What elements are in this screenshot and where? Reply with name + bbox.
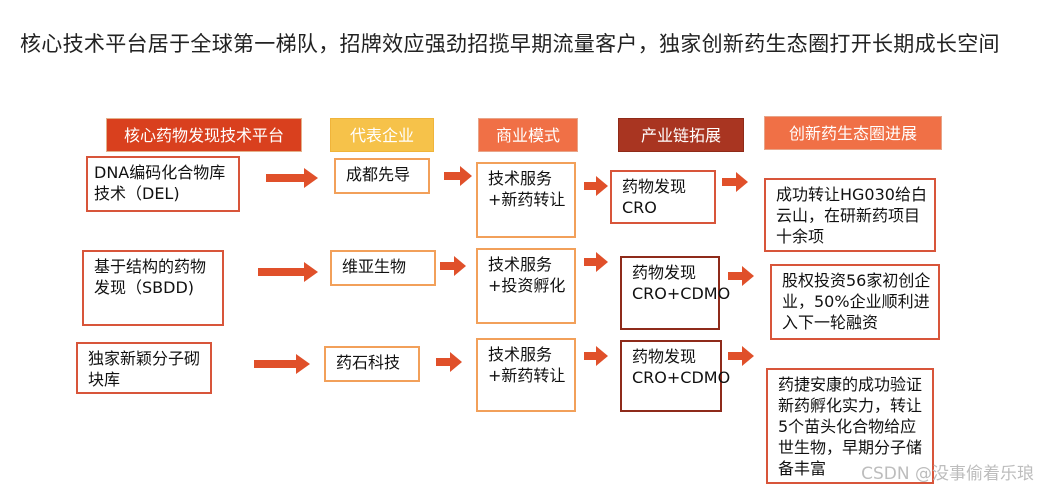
header-ecosystem: 创新药生态圈进展: [764, 116, 942, 150]
arrow-right-icon: [584, 252, 608, 276]
header-chain: 产业链拓展: [618, 118, 744, 152]
company-box-pharmablock: 药石科技: [324, 346, 420, 382]
arrow-right-icon: [728, 346, 754, 370]
arrow-right-icon: [584, 346, 608, 370]
headline: 核心技术平台居于全球第一梯队，招牌效应强劲招揽早期流量客户，独家创新药生态圈打开…: [20, 32, 1000, 56]
header-company: 代表企业: [330, 118, 434, 152]
ecosystem-box-3: 药捷安康的成功验证新药孵化实力，转让5个苗头化合物给应世生物，早期分子储备丰富: [766, 368, 934, 484]
chain-box-3: 药物发现CRO+CDMO: [620, 340, 730, 412]
header-model: 商业模式: [478, 118, 578, 152]
watermark: CSDN @没事偷着乐琅: [861, 464, 1034, 484]
ecosystem-box-2: 股权投资56家初创企业，50%企业顺利进入下一轮融资: [770, 264, 940, 340]
platform-box-del: DNA编码化合物库技术（DEL): [86, 156, 240, 212]
platform-box-sbdd: 基于结构的药物发现（SBDD): [82, 250, 224, 326]
arrow-right-icon: [258, 262, 318, 286]
model-box-2: 技术服务+投资孵化: [476, 248, 576, 324]
arrow-right-icon: [436, 352, 462, 376]
platform-box-building-blocks: 独家新颖分子砌块库: [76, 342, 212, 394]
arrow-right-icon: [722, 172, 748, 196]
model-box-3: 技术服务+新药转让: [476, 338, 576, 412]
arrow-right-icon: [444, 166, 472, 190]
header-platform: 核心药物发现技术平台: [106, 118, 302, 152]
arrow-right-icon: [254, 354, 310, 378]
arrow-right-icon: [728, 266, 754, 290]
arrow-right-icon: [266, 168, 318, 192]
model-box-1: 技术服务+新药转让: [476, 162, 576, 238]
company-box-viva: 维亚生物: [330, 250, 436, 286]
arrow-right-icon: [584, 176, 608, 200]
company-box-xiandao: 成都先导: [334, 158, 430, 194]
ecosystem-box-1: 成功转让HG030给白云山，在研新药项目十余项: [764, 178, 936, 252]
arrow-right-icon: [440, 256, 466, 280]
chain-box-1: 药物发现CRO: [610, 170, 716, 224]
chain-box-2: 药物发现CRO+CDMO: [620, 256, 730, 330]
